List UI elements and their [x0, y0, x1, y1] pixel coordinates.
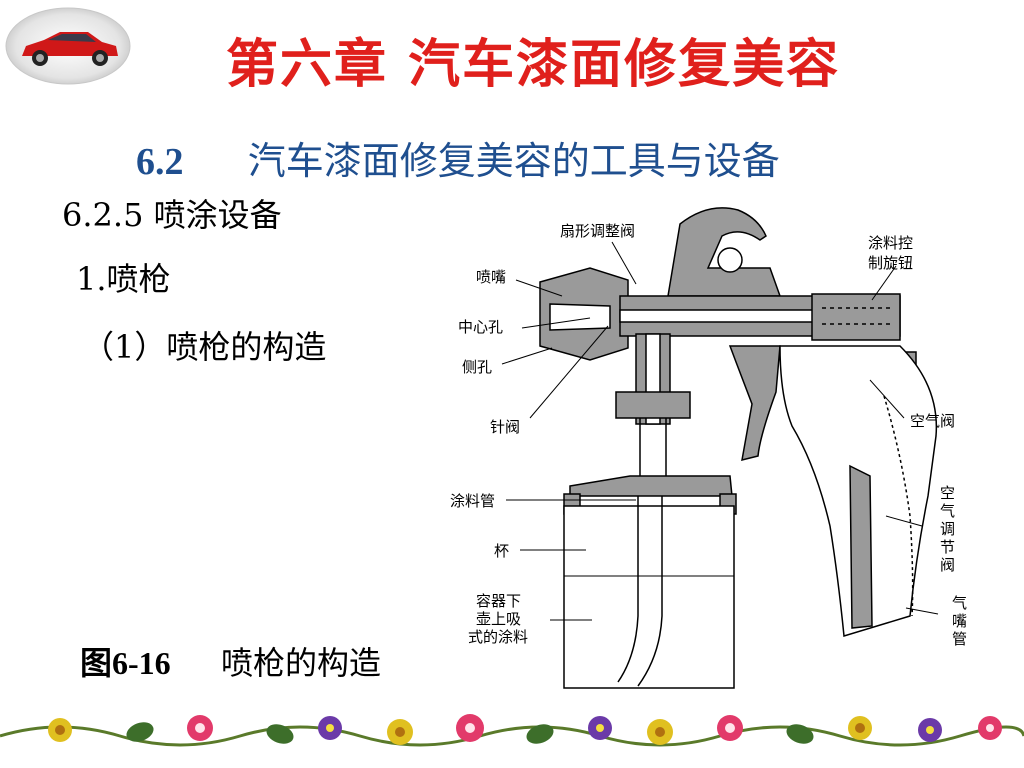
- label-paint-tube: 涂料管: [450, 492, 495, 510]
- label-air-adjust-4: 节: [940, 538, 955, 556]
- figure-caption-text: 喷枪的构造: [221, 644, 382, 682]
- flower-row: [48, 714, 1002, 745]
- section-title: 汽车漆面修复美容的工具与设备: [247, 139, 780, 183]
- section-number: 6.2: [136, 141, 184, 183]
- label-air-adjust-3: 调: [940, 520, 955, 538]
- label-side-hole: 侧孔: [462, 358, 492, 376]
- trigger: [728, 345, 781, 462]
- list-item-spray-gun: 1.喷枪: [76, 260, 171, 298]
- section-heading: 6.2 汽车漆面修复美容的工具与设备: [136, 130, 780, 185]
- suction-tube: [617, 496, 663, 687]
- label-cup: 杯: [494, 542, 509, 560]
- label-center-hole: 中心孔: [458, 318, 503, 336]
- label-cup-type-3: 式的涂料: [468, 628, 528, 646]
- label-air-inlet-1: 气: [952, 594, 967, 612]
- subsection-heading: 6.2.5 喷涂设备: [62, 196, 282, 234]
- floral-border: [0, 714, 1024, 747]
- cup-lid: [569, 475, 733, 497]
- paint-knob: [811, 293, 901, 341]
- gun-hook: [667, 207, 782, 297]
- figure-number: 图6-16: [80, 645, 171, 681]
- label-cup-type-2: 壶上吸: [476, 610, 521, 628]
- paint-cup: [563, 505, 735, 689]
- label-paint-knob-1: 涂料控: [868, 234, 913, 252]
- page-title: 第六章 汽车漆面修复美容: [226, 35, 841, 95]
- label-air-valve: 空气阀: [910, 412, 955, 430]
- list-item-gun-structure: （1）喷枪的构造: [82, 328, 327, 366]
- label-nozzle: 喷嘴: [476, 268, 506, 286]
- car-logo: [5, 7, 131, 85]
- figure-caption: 图6-16 喷枪的构造: [80, 638, 381, 684]
- label-fan-valve: 扇形调整阀: [560, 222, 635, 240]
- label-air-inlet-2: 嘴: [952, 612, 967, 630]
- spray-gun-diagram: 扇形调整阀 喷嘴 中心孔 侧孔 针阀 涂料管 杯 容器下 壶上吸 式的涂料 涂料…: [450, 207, 967, 689]
- label-needle-valve: 针阀: [490, 418, 520, 436]
- label-air-adjust-1: 空: [940, 484, 955, 502]
- label-air-adjust-5: 阀: [940, 556, 955, 574]
- label-paint-knob-2: 制旋钮: [868, 254, 913, 272]
- label-cup-type-1: 容器下: [476, 592, 521, 610]
- label-air-adjust-2: 气: [940, 502, 955, 520]
- hook-pivot: [717, 247, 743, 273]
- label-air-inlet-3: 管: [952, 630, 967, 648]
